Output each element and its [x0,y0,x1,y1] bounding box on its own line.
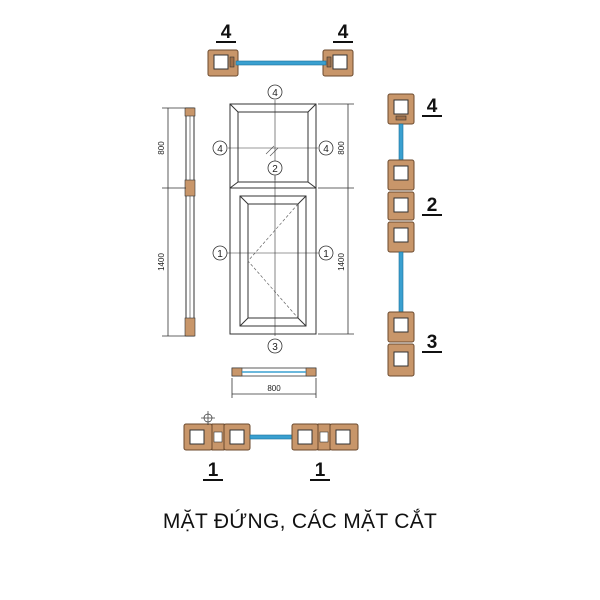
section-label-top-left: 4 [221,22,232,43]
bottom-dimension-line [231,378,317,398]
section-1-bottom-horizontal [183,411,359,451]
right-dimension-line [318,103,354,335]
drawing-caption: MẶT ĐỨNG, CÁC MẶT CẮT [162,510,438,533]
left-dimension-line [162,107,186,337]
bottom-plan-strip [231,367,317,377]
section-label-right-top: 4 [427,96,438,117]
side-view-frame [184,107,196,337]
window-elevation [229,103,317,335]
dimension-lower-left: 1400 [157,253,166,271]
marker-circles [212,84,334,354]
marker-4-left: 4 [217,144,223,155]
section-label-right-mid: 2 [427,195,438,216]
marker-3: 3 [272,342,278,353]
marker-2: 2 [272,164,278,175]
glass-hatch [265,145,279,157]
marker-4-top: 4 [272,88,278,99]
section-label-bottom-right: 1 [315,460,326,481]
section-label-bottom-left: 1 [208,460,219,481]
dimension-lower-right: 1400 [337,253,346,271]
dimension-upper-right: 800 [337,141,346,155]
section-vertical-right [387,93,415,377]
marker-1-left: 1 [217,249,223,260]
marker-4-right: 4 [323,144,329,155]
marker-1-right: 1 [323,249,329,260]
section-4-top-horizontal [207,49,354,77]
section-label-right-bottom: 3 [427,332,438,353]
section-label-top-right: 4 [338,22,349,43]
opening-direction-lines [247,203,299,319]
dimension-width: 800 [267,384,281,393]
dimension-upper-left: 800 [157,141,166,155]
